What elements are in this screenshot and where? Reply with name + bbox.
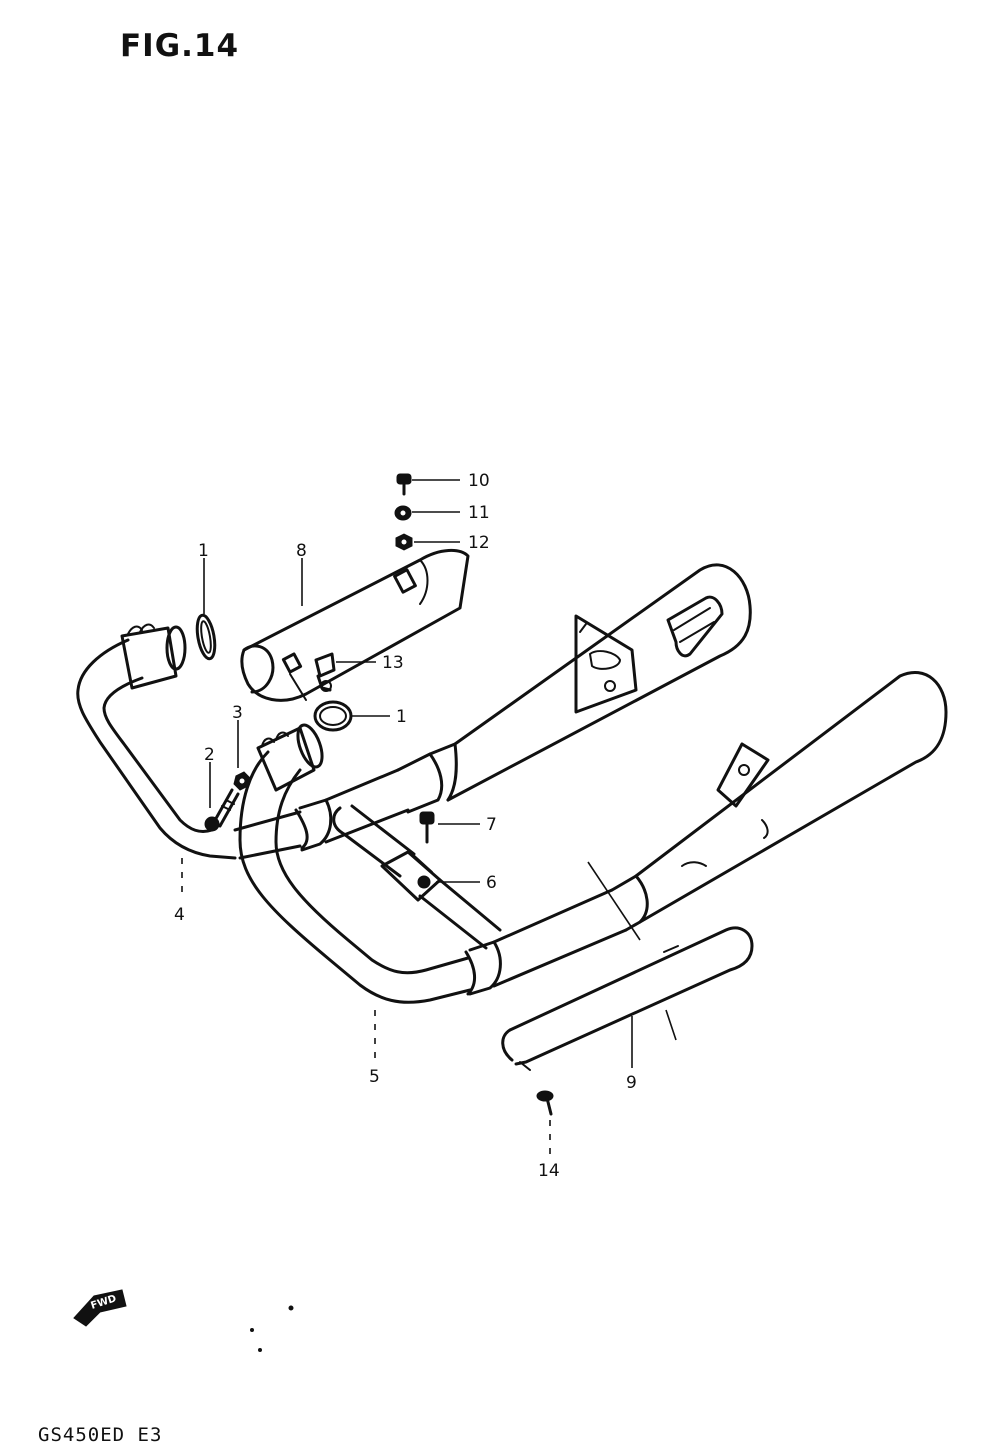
- bolt-2: [204, 788, 240, 832]
- callout-5: 5: [369, 1067, 380, 1087]
- callout-13: 13: [382, 653, 404, 673]
- heat-shield-upper: [240, 549, 470, 702]
- model-code: GS450ED E3: [38, 1424, 163, 1446]
- callout-1-right: 1: [396, 707, 407, 727]
- callout-2: 2: [204, 745, 215, 765]
- callout-8: 8: [296, 541, 307, 561]
- gasket-right: [313, 700, 353, 732]
- callout-4: 4: [174, 905, 185, 925]
- nut-3: [233, 771, 251, 791]
- gasket-left: [195, 613, 217, 661]
- nut-12: [395, 533, 413, 551]
- callout-labels: 1 1 2 3 4 5 6 7 8 9 10 11 12 13 14: [174, 471, 637, 1181]
- forward-arrow-icon: FWD: [73, 1289, 127, 1327]
- pipe-joint-right: [464, 888, 628, 996]
- figure-title: FIG.14: [120, 28, 240, 64]
- callout-12: 12: [468, 533, 490, 553]
- callout-7: 7: [486, 815, 497, 835]
- callout-9: 9: [626, 1073, 637, 1093]
- muffler-lower: [610, 670, 948, 932]
- clamp-13: [314, 652, 336, 692]
- balance-pipe: [294, 768, 502, 950]
- exhaust-pipe-left: [76, 623, 302, 860]
- bolt-7: [419, 811, 435, 844]
- callout-1-left: 1: [198, 541, 209, 561]
- callout-6: 6: [486, 873, 497, 893]
- callout-11: 11: [468, 503, 490, 523]
- washer-11: [394, 505, 412, 521]
- exhaust-pipe-right: [238, 723, 472, 1004]
- clamp-bolt-6: [417, 875, 431, 889]
- screw-14: [536, 1090, 554, 1116]
- print-specks: [250, 1305, 294, 1352]
- heat-shield-lower: [501, 926, 754, 1071]
- callout-10: 10: [468, 471, 490, 491]
- muffler-upper: [396, 563, 752, 814]
- bolt-10: [396, 473, 412, 496]
- leader-lines: [181, 479, 677, 1156]
- callout-3: 3: [232, 703, 243, 723]
- callout-14: 14: [538, 1161, 560, 1181]
